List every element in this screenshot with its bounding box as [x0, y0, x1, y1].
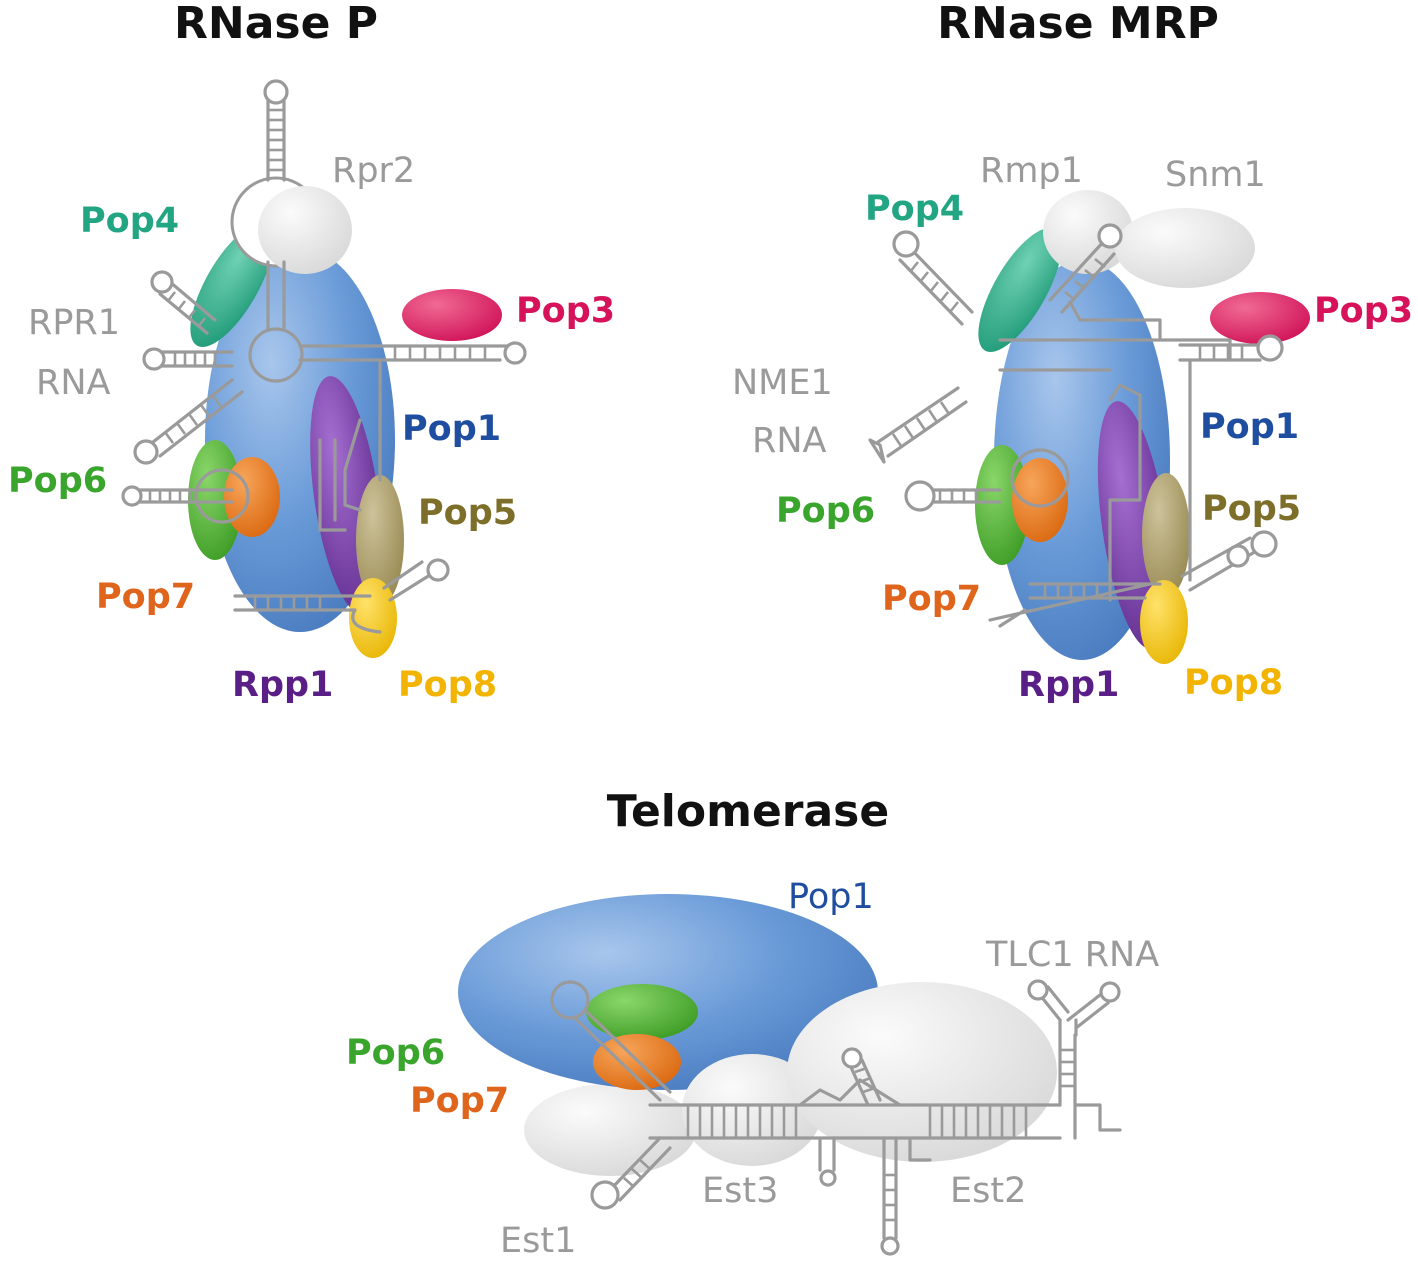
pop5-label: Pop5 — [418, 493, 517, 533]
rpr2-label: Rpr2 — [332, 151, 415, 191]
est2-label: Est2 — [950, 1171, 1026, 1211]
pop4-label: Pop4 — [80, 201, 179, 241]
tlc1-rna-label: TLC1 RNA — [985, 935, 1159, 975]
pop5-shape — [356, 475, 404, 605]
pop5-label-mrp: Pop5 — [1202, 489, 1301, 529]
pop5-shape-mrp — [1142, 473, 1190, 597]
pop6-label-telomerase: Pop6 — [346, 1033, 445, 1073]
pop3-label: Pop3 — [516, 291, 615, 331]
rpr1-rna-structure — [121, 79, 527, 634]
pop1-label-telomerase: Pop1 — [788, 877, 874, 917]
pop8-shape — [349, 578, 397, 658]
rnase-p-title: RNase P — [174, 0, 378, 49]
rnase-p-panel: RNase P — [8, 0, 615, 705]
tlc1-rna-structure — [550, 979, 1122, 1256]
pop7-label-mrp: Pop7 — [882, 579, 981, 619]
rmp1-label: Rmp1 — [980, 151, 1083, 191]
est1-label: Est1 — [500, 1221, 576, 1261]
snm1-shape — [1115, 208, 1255, 288]
rmp1-shape — [1043, 190, 1133, 274]
pop8-shape-mrp — [1140, 580, 1188, 664]
telomerase-title: Telomerase — [607, 786, 889, 837]
pop3-shape-mrp — [1210, 292, 1310, 344]
rpr2-shape — [258, 186, 352, 274]
rpr1-rna-label-line1: RPR1 — [28, 303, 120, 343]
nme1-rna-structure — [868, 223, 1284, 628]
rpr1-rna-label-line2: RNA — [36, 363, 111, 403]
nme1-rna-label-line2: RNA — [752, 421, 827, 461]
pop7-label: Pop7 — [96, 577, 195, 617]
pop6-shape-mrp — [975, 445, 1029, 565]
pop3-shape — [402, 289, 502, 341]
rpp1-label: Rpp1 — [232, 665, 333, 705]
snm1-label: Snm1 — [1165, 155, 1266, 195]
rpp1-label-mrp: Rpp1 — [1018, 665, 1119, 705]
rnase-mrp-title: RNase MRP — [937, 0, 1219, 49]
pop3-label-mrp: Pop3 — [1314, 291, 1413, 331]
pop7-shape — [224, 457, 280, 537]
pop7-label-telomerase: Pop7 — [410, 1081, 509, 1121]
est2-shape — [787, 982, 1057, 1162]
rnase-mrp-panel: RNase MRP — [732, 0, 1413, 705]
pop1-label-mrp: Pop1 — [1200, 407, 1299, 447]
pop1-label: Pop1 — [402, 409, 501, 449]
nme1-rna-label-line1: NME1 — [732, 363, 833, 403]
pop8-label: Pop8 — [398, 665, 497, 705]
pop4-label-mrp: Pop4 — [865, 189, 964, 229]
pop8-label-mrp: Pop8 — [1184, 663, 1283, 703]
telomerase-panel: Telomerase — [346, 786, 1159, 1261]
pop6-shape-telomerase — [586, 984, 698, 1040]
pop4-shape-mrp — [978, 228, 1062, 352]
est3-label: Est3 — [702, 1171, 778, 1211]
est1-shape — [524, 1084, 696, 1176]
pop7-shape-mrp — [1012, 458, 1068, 542]
pop6-label-mrp: Pop6 — [776, 491, 875, 531]
pop6-label: Pop6 — [8, 461, 107, 501]
